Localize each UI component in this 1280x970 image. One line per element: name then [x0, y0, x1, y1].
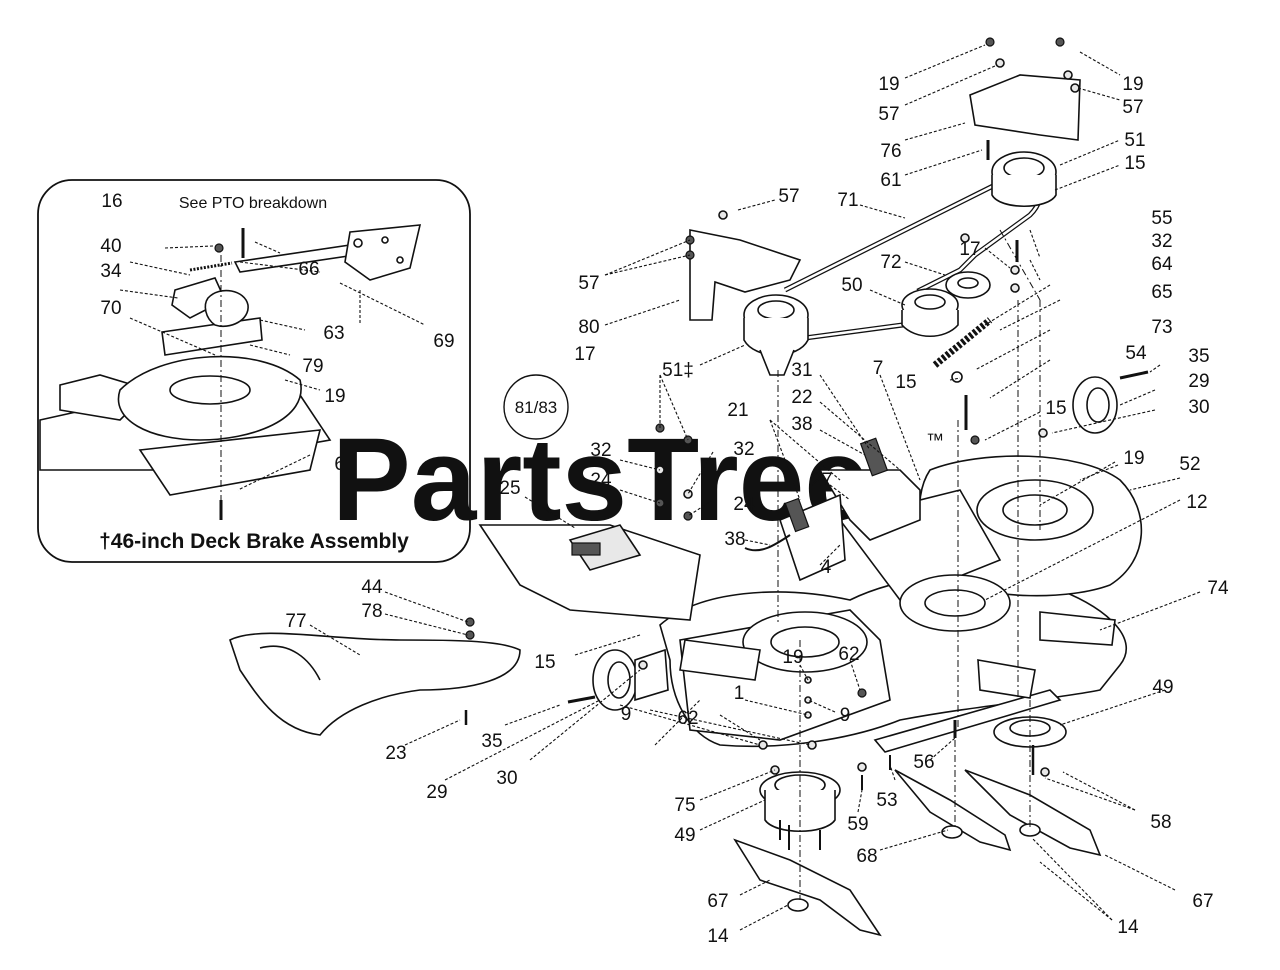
part-label: 15: [895, 372, 916, 393]
part-label: 72: [880, 252, 901, 273]
part-label: 80: [578, 317, 599, 338]
part-label: 29: [426, 782, 447, 803]
inset-title: †46-inch Deck Brake Assembly: [99, 530, 409, 553]
part-label: 19: [878, 74, 899, 95]
brake-assembly-inset: See PTO breakdown †46-inch Deck Brake As…: [37, 179, 471, 563]
main-drawing: [229, 37, 1201, 937]
ring-label: 81/83: [515, 398, 558, 417]
part-label: 14: [1117, 917, 1139, 938]
part-label: 9: [621, 704, 632, 725]
part-label: 64: [1151, 254, 1173, 275]
part-label: 38: [724, 529, 745, 550]
part-label: 49: [1152, 677, 1173, 698]
part-label: 17: [574, 344, 595, 365]
part-label: 19: [1122, 74, 1143, 95]
part-label: 19: [782, 647, 803, 668]
part-label: 1: [734, 683, 745, 704]
part-label: 49: [674, 825, 695, 846]
part-label: 57: [778, 186, 799, 207]
part-label: 56: [913, 752, 934, 773]
part-label: 59: [847, 814, 868, 835]
part-label: 7: [873, 358, 884, 379]
part-label: 31: [791, 360, 812, 381]
part-label: 24: [733, 494, 755, 515]
part-label: 57: [1122, 97, 1143, 118]
part-label: 61: [880, 170, 901, 191]
inset-label-60: 60: [334, 454, 355, 475]
part-label: 21: [727, 400, 748, 421]
part-label: 76: [880, 141, 901, 162]
part-label: 27: [811, 470, 832, 491]
inset-label-66: 66: [298, 259, 319, 280]
part-label: 57: [578, 273, 599, 294]
part-label: 19: [1123, 448, 1144, 469]
inset-label-34: 34: [100, 261, 122, 282]
part-label: 52: [1179, 454, 1200, 475]
part-label: 15: [534, 652, 555, 673]
part-label: 14: [707, 926, 729, 947]
part-label: 71: [837, 190, 858, 211]
part-label: 65: [1151, 282, 1172, 303]
part-label: 32: [733, 439, 754, 460]
part-label: 68: [856, 846, 877, 867]
partstree-watermark: PartsTree: [332, 414, 870, 546]
part-label: 44: [361, 577, 383, 598]
part-label: 55: [1151, 208, 1172, 229]
part-label: 15: [1124, 153, 1145, 174]
part-label: 74: [1207, 578, 1229, 599]
part-label: 62: [677, 708, 698, 729]
part-label: 30: [496, 768, 517, 789]
part-label: 54: [1125, 343, 1147, 364]
part-label: 29: [1188, 371, 1209, 392]
inset-label-69: 69: [433, 331, 454, 352]
inset-label-19: 19: [324, 386, 345, 407]
part-label: 73: [1151, 317, 1172, 338]
inset-label-63: 63: [323, 323, 344, 344]
part-label: 35: [481, 731, 502, 752]
inset-label-70: 70: [100, 298, 121, 319]
part-label: 38: [791, 414, 812, 435]
inset-label-79: 79: [302, 356, 323, 377]
part-label: 23: [385, 743, 406, 764]
pto-breakdown-note: See PTO breakdown: [179, 195, 327, 212]
part-label: 25: [499, 478, 520, 499]
part-label: 57: [878, 104, 899, 125]
part-label: 30: [1188, 397, 1209, 418]
inset-drawing: [39, 224, 426, 520]
part-label: 75: [674, 795, 695, 816]
part-label: 51: [1124, 130, 1145, 151]
part-label: 4: [821, 557, 832, 578]
inset-label-16: 16: [101, 191, 122, 212]
part-label: 67: [1192, 891, 1213, 912]
part-label: 67: [707, 891, 728, 912]
part-label: 32: [1151, 231, 1172, 252]
part-label: 78: [361, 601, 382, 622]
part-label: 51‡: [662, 360, 694, 381]
part-label: 17: [959, 239, 980, 260]
part-label: 35: [1188, 346, 1209, 367]
part-label: 77: [285, 611, 306, 632]
part-label: 53: [876, 790, 897, 811]
part-label: 58: [1150, 812, 1171, 833]
part-labels: 19 57 76 61 19 57 51 15 71 57 57 80 17 5…: [285, 74, 1229, 947]
part-label: 32: [590, 440, 611, 461]
part-label: 12: [1186, 492, 1207, 513]
part-label: 15: [1045, 398, 1066, 419]
part-label: 9: [840, 705, 851, 726]
part-label: 62: [838, 644, 859, 665]
part-label: 22: [791, 387, 812, 408]
inset-label-40: 40: [100, 236, 121, 257]
part-label: 24: [590, 470, 612, 491]
part-label: 50: [841, 275, 862, 296]
ring-81-83: [503, 374, 569, 440]
trademark-symbol: ™: [926, 430, 944, 450]
